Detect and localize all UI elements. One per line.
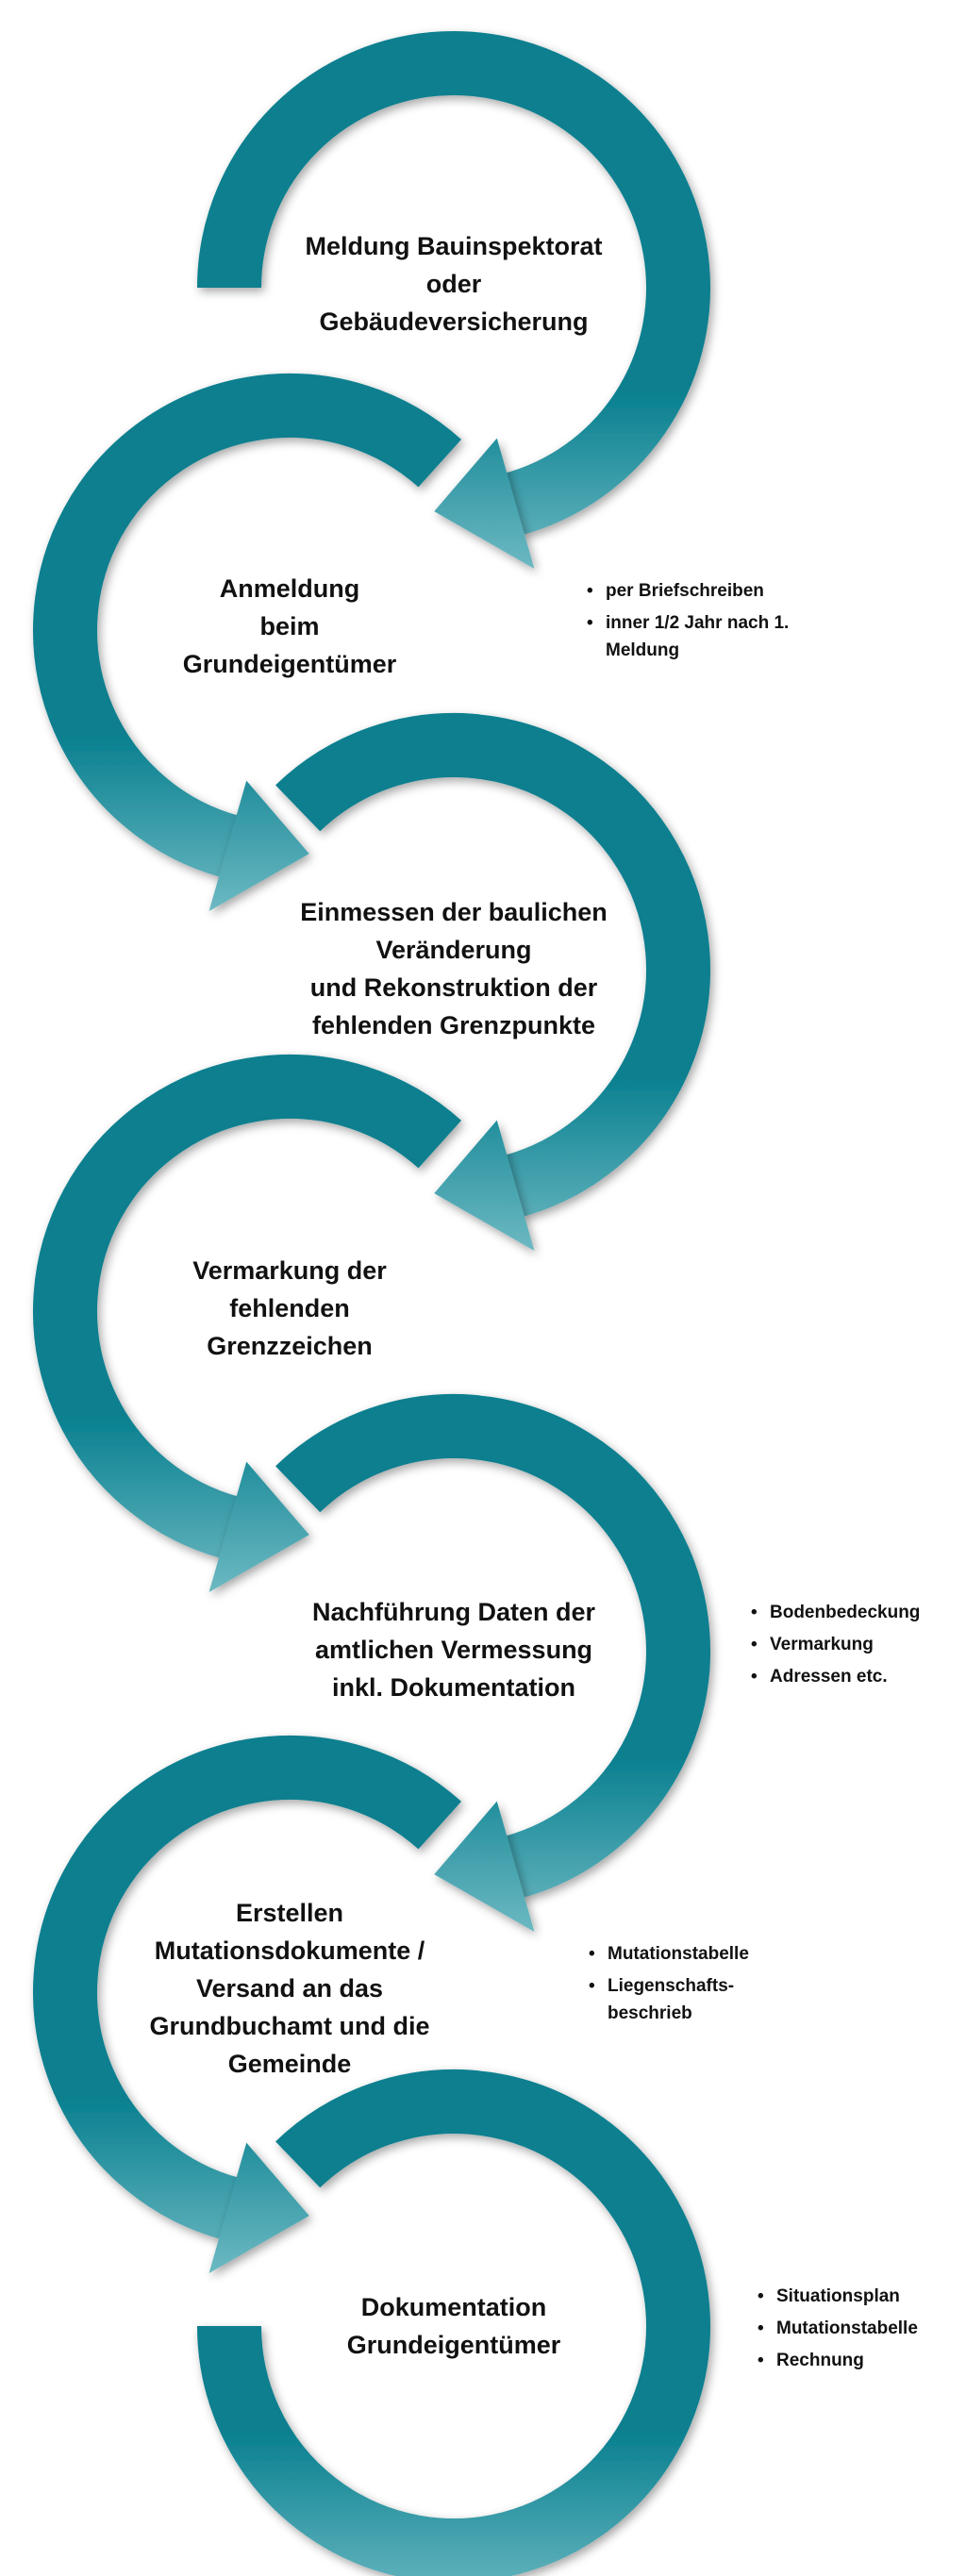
step-6-notes: Mutationstabelle Liegenschafts-beschrieb xyxy=(589,1940,773,2032)
step-7-line: Grundeigentümer xyxy=(346,2331,561,2359)
step-2-arrowhead-icon xyxy=(208,780,309,911)
step-1-line: Meldung Bauinspektorat xyxy=(305,232,603,260)
step-4-line: Vermarkung der xyxy=(192,1256,387,1285)
step-4-arrow-body xyxy=(33,1055,461,1559)
step-4-label: Vermarkung der fehlenden Grenzzeichen xyxy=(7,1252,573,1365)
note-item: Bodenbedeckung xyxy=(751,1599,966,1626)
step-7-arrow-body xyxy=(197,2069,710,2576)
step-6-arrowhead-icon xyxy=(208,2142,309,2273)
step-1-arrow-body xyxy=(197,31,710,536)
step-2-line: Anmeldung xyxy=(219,574,360,603)
note-item: Mutationstabelle xyxy=(589,1940,773,1968)
step-4-arrowhead-icon xyxy=(208,1461,309,1592)
step-5-line: amtlichen Vermessung xyxy=(314,1636,593,1664)
step-6-line: Gemeinde xyxy=(227,2050,352,2078)
step-2-line: Grundeigentümer xyxy=(182,650,397,678)
step-4-line: Grenzzeichen xyxy=(207,1332,373,1360)
step-1-line: Gebäudeversicherung xyxy=(319,307,589,336)
step-6-line: Erstellen xyxy=(235,1899,344,1927)
step-6-arrow-body xyxy=(33,1736,461,2240)
step-3-arrow-body xyxy=(275,713,710,1218)
step-3-label: Einmessen der baulichen Veränderung und … xyxy=(171,893,737,1044)
step-1-label: Meldung Bauinspektorat oder Gebäudeversi… xyxy=(171,227,737,341)
note-item: Adressen etc. xyxy=(751,1663,966,1690)
step-2-line: beim xyxy=(259,612,320,640)
step-5-arrowhead-icon xyxy=(434,1801,535,1932)
step-7-label: Dokumentation Grundeigentümer xyxy=(171,2288,737,2364)
note-item: per Briefschreiben xyxy=(587,577,841,605)
step-5-arrow-body xyxy=(275,1394,710,1899)
step-5-line: inkl. Dokumentation xyxy=(331,1673,576,1702)
step-2-label: Anmeldung beim Grundeigentümer xyxy=(7,570,573,683)
step-6-line: Mutationsdokumente / xyxy=(154,1936,425,1965)
note-item: Vermarkung xyxy=(751,1631,966,1658)
step-6-line: Versand an das xyxy=(195,1974,384,2003)
step-1-line: oder xyxy=(425,270,482,298)
step-6-label: Erstellen Mutationsdokumente / Versand a… xyxy=(7,1894,573,2083)
step-3-arrowhead-icon xyxy=(434,1120,535,1251)
step-1-arrowhead-icon xyxy=(434,438,535,569)
step-5-label: Nachführung Daten der amtlichen Vermessu… xyxy=(171,1593,737,1706)
step-2-arrow-body xyxy=(33,374,461,878)
step-5-line: Nachführung Daten der xyxy=(311,1598,596,1626)
note-item: Mutationstabelle xyxy=(758,2315,966,2342)
note-item: Situationsplan xyxy=(758,2283,966,2310)
step-4-line: fehlenden xyxy=(229,1294,350,1322)
step-2-notes: per Briefschreiben inner 1/2 Jahr nach 1… xyxy=(587,577,841,669)
step-7-notes: Situationsplan Mutationstabelle Rechnung xyxy=(758,2283,966,2379)
note-item: Liegenschafts-beschrieb xyxy=(589,1972,773,2027)
step-3-line: fehlenden Grenzpunkte xyxy=(311,1011,596,1039)
step-3-line: Einmessen der baulichen xyxy=(300,898,608,926)
note-item: inner 1/2 Jahr nach 1. Meldung xyxy=(587,609,841,664)
step-6-line: Grundbuchamt und die xyxy=(149,2012,430,2040)
step-3-line: und Rekonstruktion der xyxy=(309,973,598,1002)
note-item: Rechnung xyxy=(758,2347,966,2374)
step-5-notes: Bodenbedeckung Vermarkung Adressen etc. xyxy=(751,1599,966,1695)
step-7-line: Dokumentation xyxy=(360,2293,547,2321)
step-3-line: Veränderung xyxy=(375,936,532,964)
